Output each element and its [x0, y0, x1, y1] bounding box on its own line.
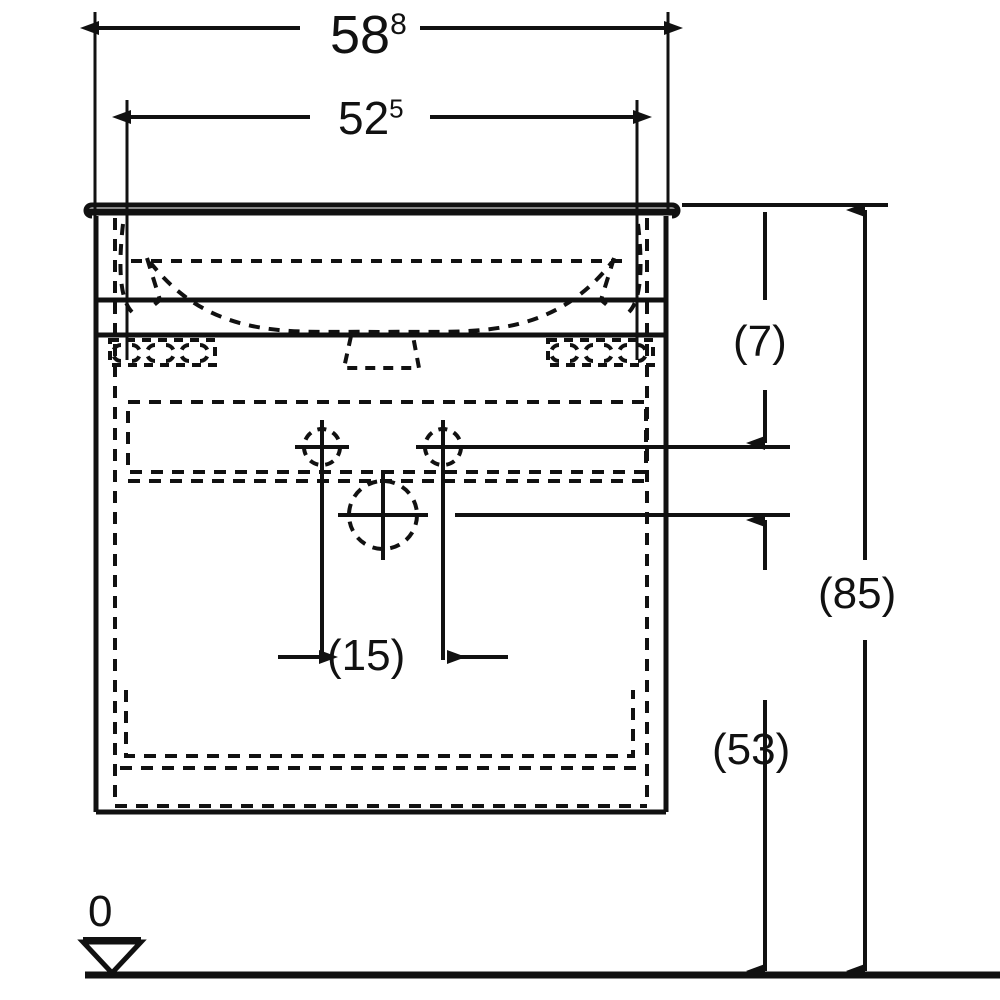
dimension-value-width-inner: 52 — [338, 92, 390, 144]
dimension-label-tap-spacing: (15) — [327, 631, 406, 680]
datum-label-zero: 0 — [88, 887, 113, 936]
dimension-superscript-width-inner: 5 — [389, 93, 404, 124]
dimension-value-width-total: 58 — [330, 5, 391, 65]
dimension-label-width-total: 588 — [330, 8, 407, 62]
washbasin-bowl-hidden-outline — [118, 223, 643, 335]
waste-outlet-circle — [338, 470, 428, 560]
dimension-superscript-width-total: 8 — [390, 8, 407, 41]
drain-outlet-box — [341, 335, 422, 370]
dimension-label-height-85: (85) — [818, 569, 897, 618]
mounting-bracket-left — [108, 338, 217, 367]
tap-hole-centre-axes — [320, 465, 445, 660]
dimension-label-height-53: (53) — [712, 725, 791, 774]
mounting-bracket-right — [546, 338, 655, 367]
lower-drawer-handle-hidden-outline — [120, 690, 641, 770]
cabinet-inner-hidden-edges — [113, 218, 649, 808]
dimension-label-width-inner: 525 — [338, 95, 404, 141]
upper-drawer-hidden-outline — [126, 400, 648, 483]
washbasin-top — [83, 202, 681, 338]
cabinet-body — [93, 335, 669, 815]
dimension-label-depth-7: (7) — [733, 317, 787, 366]
datum-triangle-marker — [77, 937, 147, 977]
